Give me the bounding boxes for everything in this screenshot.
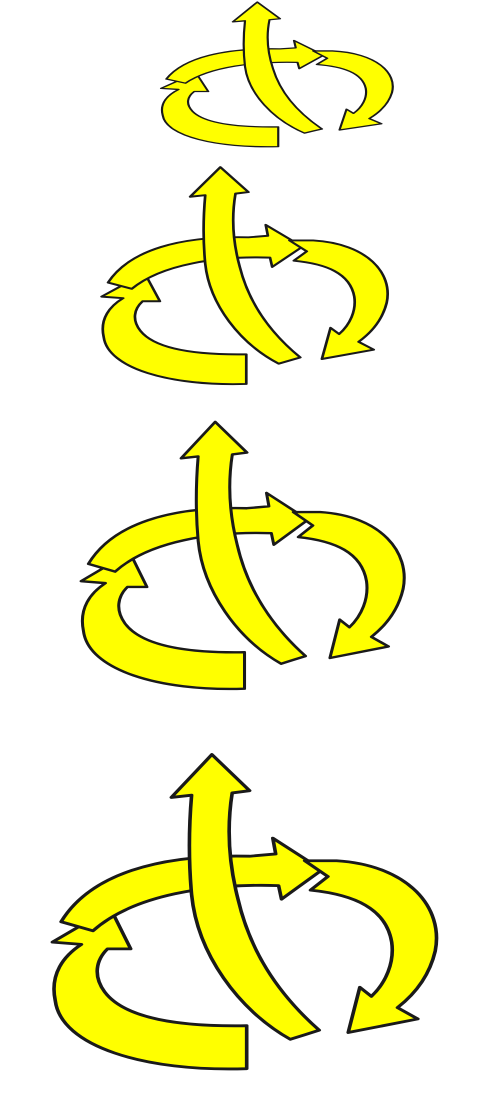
cycle-stage-1-arrows <box>161 2 393 147</box>
cycle-stage-3-arrows <box>81 422 404 689</box>
cycle-stage-2 <box>102 167 388 384</box>
cycle-stage-2-arrows <box>102 167 388 384</box>
cycle-stage-1 <box>161 2 393 147</box>
cycle-stage-4-arrows <box>52 755 436 1069</box>
cycle-stage-4 <box>52 755 436 1069</box>
cycle-stage-3 <box>81 422 404 689</box>
